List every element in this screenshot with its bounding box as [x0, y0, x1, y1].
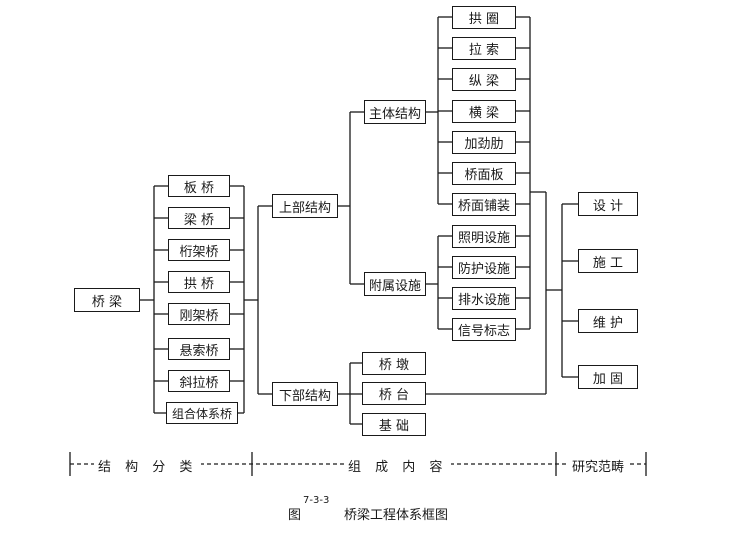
item-protection: 防护设施 [452, 256, 516, 279]
item-label: 排水设施 [457, 293, 510, 308]
category-beam-bridge: 梁 桥 [168, 207, 230, 229]
item-label: 纵 梁 [468, 74, 500, 89]
item-label: 防护设施 [457, 262, 510, 277]
figure-caption-prefix: 图 [288, 508, 302, 523]
item-label: 桥 台 [378, 388, 410, 403]
item-deck-slab: 桥面板 [452, 162, 516, 185]
node-superstructure-label: 上部结构 [278, 200, 331, 216]
band-composition: 组 成 内 容 [344, 456, 452, 475]
item-label: 照明设施 [457, 231, 510, 246]
research-label: 设 计 [592, 198, 624, 214]
node-superstructure: 上部结构 [272, 194, 338, 218]
item-signage: 信号标志 [452, 318, 516, 341]
category-label: 板 桥 [183, 180, 215, 196]
item-abutment: 桥 台 [362, 382, 426, 405]
node-bridge: 桥 梁 [74, 288, 140, 312]
node-auxiliary-facilities: 附属设施 [364, 272, 426, 296]
item-label: 基 础 [378, 419, 410, 434]
category-cable-stayed-bridge: 斜拉桥 [168, 370, 230, 392]
category-truss-bridge: 桁架桥 [168, 239, 230, 261]
figure-caption-title: 桥梁工程体系框图 [344, 508, 449, 523]
band-structure-classification: 结 构 分 类 [94, 456, 202, 475]
category-arch-bridge: 拱 桥 [168, 271, 230, 293]
node-bridge-label: 桥 梁 [91, 294, 123, 310]
research-strengthening: 加 固 [578, 365, 638, 389]
item-drainage: 排水设施 [452, 287, 516, 310]
category-composite-bridge: 组合体系桥 [166, 402, 238, 424]
band-research-scope: 研究范畴 [568, 456, 629, 475]
category-label: 梁 桥 [183, 212, 215, 228]
category-label: 悬索桥 [179, 343, 219, 359]
category-label: 组合体系桥 [171, 406, 232, 421]
item-label: 桥面铺装 [457, 199, 510, 214]
node-main-structure: 主体结构 [364, 100, 426, 124]
item-lighting: 照明设施 [452, 225, 516, 248]
research-label: 加 固 [592, 371, 624, 387]
category-rigid-frame-bridge: 刚架桥 [168, 303, 230, 325]
item-stiffener: 加劲肋 [452, 131, 516, 154]
item-deck-pavement: 桥面铺装 [452, 193, 516, 216]
item-foundation: 基 础 [362, 413, 426, 436]
research-design: 设 计 [578, 192, 638, 216]
category-slab-bridge: 板 桥 [168, 175, 230, 197]
item-label: 加劲肋 [464, 137, 504, 152]
category-label: 斜拉桥 [179, 375, 219, 391]
item-arch-ring: 拱 圈 [452, 6, 516, 29]
node-auxiliary-facilities-label: 附属设施 [368, 278, 421, 294]
node-main-structure-label: 主体结构 [368, 106, 421, 122]
research-label: 施 工 [592, 255, 624, 271]
item-cross-beam: 横 梁 [452, 100, 516, 123]
research-maintenance: 维 护 [578, 309, 638, 333]
item-label: 桥 墩 [378, 358, 410, 373]
item-label: 拉 索 [468, 43, 500, 58]
item-label: 横 梁 [468, 106, 500, 121]
category-label: 拱 桥 [183, 276, 215, 292]
item-label: 桥面板 [464, 168, 504, 183]
category-label: 刚架桥 [179, 308, 219, 324]
research-label: 维 护 [592, 315, 624, 331]
node-substructure-label: 下部结构 [278, 388, 331, 404]
item-cable: 拉 索 [452, 37, 516, 60]
research-construction: 施 工 [578, 249, 638, 273]
item-label: 信号标志 [457, 324, 510, 339]
category-suspension-bridge: 悬索桥 [168, 338, 230, 360]
category-label: 桁架桥 [179, 244, 219, 260]
figure-number: 7-3-3 [303, 495, 330, 506]
item-longitudinal-beam: 纵 梁 [452, 68, 516, 91]
node-substructure: 下部结构 [272, 382, 338, 406]
item-label: 拱 圈 [468, 12, 500, 27]
item-pier: 桥 墩 [362, 352, 426, 375]
